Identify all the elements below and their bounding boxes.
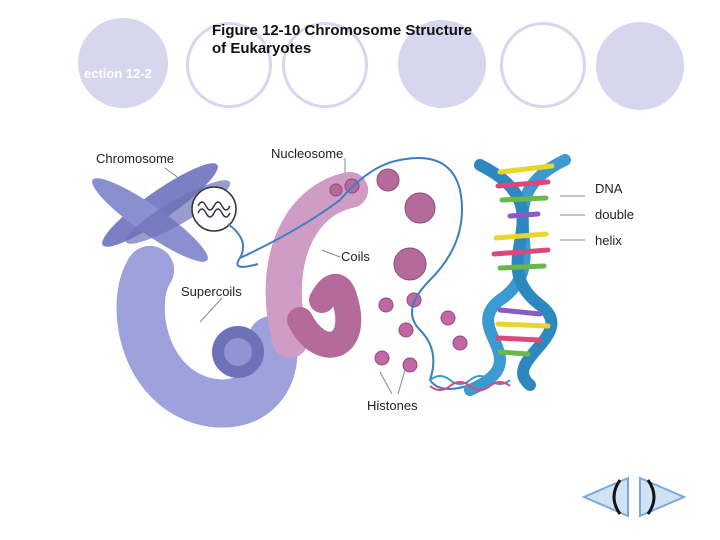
small-dna-helix bbox=[429, 375, 511, 391]
nucleosome-clusters bbox=[329, 168, 436, 281]
slide-title-line1: Figure 12-10 Chromosome Structure bbox=[212, 22, 473, 39]
next-arrow-icon[interactable] bbox=[636, 474, 688, 520]
slide-title-line2: of Eukaryotes bbox=[212, 40, 312, 57]
section-label: ection 12-2 bbox=[84, 66, 152, 81]
label-nucleosome: Nucleosome bbox=[271, 146, 344, 161]
header-circle-5 bbox=[500, 22, 586, 108]
label-coils: Coils bbox=[341, 249, 370, 264]
slide-title: Figure 12-10 Chromosome Structure of Euk… bbox=[212, 22, 472, 58]
dna-double-helix bbox=[464, 154, 571, 396]
label-dna-line1: DNA bbox=[595, 181, 623, 196]
label-supercoils: Supercoils bbox=[181, 284, 242, 299]
header-circle-6 bbox=[596, 22, 684, 110]
header-circle-2 bbox=[186, 22, 272, 108]
label-dna-line2: double bbox=[595, 207, 635, 222]
label-dna-line3: helix bbox=[595, 233, 622, 248]
histone-spheres bbox=[374, 292, 468, 373]
header-circle-3 bbox=[282, 22, 368, 108]
label-chromosome: Chromosome bbox=[96, 151, 175, 166]
header-circle-4 bbox=[398, 20, 486, 108]
coils-shape bbox=[265, 172, 368, 358]
dna-strand bbox=[239, 157, 471, 390]
label-histones: Histones bbox=[367, 398, 418, 413]
supercoils-shape bbox=[116, 246, 298, 428]
previous-arrow-icon[interactable] bbox=[580, 474, 632, 520]
header-circle-1 bbox=[78, 18, 168, 108]
